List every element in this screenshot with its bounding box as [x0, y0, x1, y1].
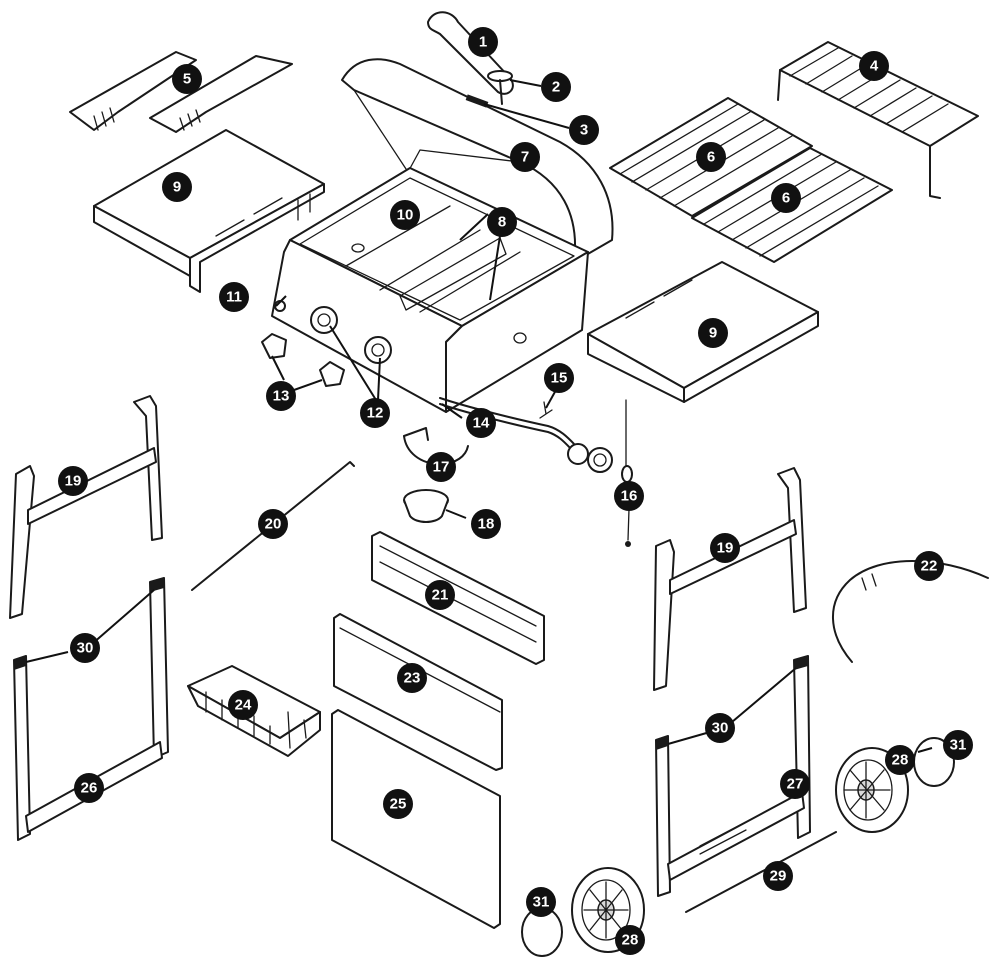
callout-2: 2 — [541, 72, 571, 102]
part-grease-cup — [403, 489, 449, 523]
callout-label-27: 27 — [787, 776, 804, 793]
callout-label-23: 23 — [404, 670, 421, 687]
callout-20: 20 — [258, 509, 288, 539]
callout-label-19b: 19 — [717, 540, 734, 557]
callout-6b: 6 — [771, 183, 801, 213]
part-leg-frame-upper-right — [653, 467, 807, 691]
part-rear-rail — [371, 531, 545, 665]
callout-25: 25 — [383, 789, 413, 819]
part-leg-frame-lower-right — [655, 655, 811, 897]
callout-12: 12 — [360, 398, 390, 428]
callout-label-28a: 28 — [892, 752, 909, 769]
callout-21: 21 — [425, 580, 455, 610]
callout-label-7: 7 — [521, 149, 529, 166]
callout-label-3: 3 — [580, 122, 588, 139]
callout-label-4: 4 — [870, 58, 879, 75]
callout-9a: 9 — [162, 172, 192, 202]
callout-label-30b: 30 — [712, 720, 729, 737]
callout-label-2: 2 — [552, 79, 560, 96]
callout-24: 24 — [228, 690, 258, 720]
callout-16: 16 — [614, 481, 644, 511]
callout-label-8: 8 — [498, 214, 506, 231]
part-cooking-grates — [609, 97, 893, 263]
callout-28a: 28 — [885, 745, 915, 775]
callout-label-17: 17 — [433, 459, 450, 476]
callout-27: 27 — [780, 769, 810, 799]
callout-28b: 28 — [615, 925, 645, 955]
callout-label-26: 26 — [81, 780, 98, 797]
callout-29: 29 — [763, 861, 793, 891]
callout-4: 4 — [859, 51, 889, 81]
callout-label-24: 24 — [235, 697, 252, 714]
callout-11: 11 — [219, 282, 249, 312]
callout-7: 7 — [510, 142, 540, 172]
callout-label-21: 21 — [432, 587, 449, 604]
callout-17: 17 — [426, 452, 456, 482]
part-match-chain — [621, 399, 633, 547]
callout-23: 23 — [397, 663, 427, 693]
callout-label-25: 25 — [390, 796, 407, 813]
part-side-shelf-left — [93, 129, 325, 293]
callout-label-18: 18 — [478, 516, 495, 533]
callout-30b: 30 — [705, 713, 735, 743]
callout-label-15: 15 — [551, 370, 568, 387]
callout-15: 15 — [544, 363, 574, 393]
callout-3: 3 — [569, 115, 599, 145]
part-heat-tents — [69, 51, 293, 133]
callout-5: 5 — [172, 64, 202, 94]
callout-label-30a: 30 — [77, 640, 94, 657]
part-leg-frame-upper-left — [9, 395, 163, 619]
callout-label-22: 22 — [921, 558, 938, 575]
callout-label-5: 5 — [183, 71, 191, 88]
callout-label-16: 16 — [621, 488, 638, 505]
callout-label-19a: 19 — [65, 473, 82, 490]
callout-13: 13 — [266, 381, 296, 411]
part-cabinet-door — [331, 709, 501, 929]
callout-19b: 19 — [710, 533, 740, 563]
part-regulator-hose — [439, 397, 613, 473]
callout-31b: 31 — [526, 887, 556, 917]
callout-label-1: 1 — [479, 34, 487, 51]
callout-label-9a: 9 — [173, 179, 181, 196]
callout-31a: 31 — [943, 730, 973, 760]
part-side-shelf-right — [587, 261, 819, 403]
callout-label-9b: 9 — [709, 325, 717, 342]
callout-6a: 6 — [696, 142, 726, 172]
callout-14: 14 — [466, 408, 496, 438]
callout-label-13: 13 — [273, 388, 290, 405]
callout-label-14: 14 — [473, 415, 490, 432]
callout-9b: 9 — [698, 318, 728, 348]
callout-30a: 30 — [70, 633, 100, 663]
callout-1: 1 — [468, 27, 498, 57]
callout-label-28b: 28 — [622, 932, 639, 949]
part-cross-rod — [191, 461, 355, 591]
part-lid — [341, 58, 614, 263]
part-firebox — [271, 167, 589, 413]
callout-label-11: 11 — [226, 289, 242, 306]
callout-label-10: 10 — [397, 207, 414, 224]
callout-26: 26 — [74, 773, 104, 803]
callout-label-31a: 31 — [950, 737, 967, 754]
part-knob-bezels — [261, 333, 345, 387]
callout-10: 10 — [390, 200, 420, 230]
part-warming-rack — [777, 41, 979, 199]
callout-label-31b: 31 — [533, 894, 550, 911]
part-thermometer — [487, 70, 513, 105]
callout-label-29: 29 — [770, 868, 787, 885]
callout-label-20: 20 — [265, 516, 282, 533]
callout-18: 18 — [471, 509, 501, 539]
callout-8: 8 — [487, 207, 517, 237]
callout-label-6b: 6 — [782, 190, 790, 207]
part-tank-ring — [832, 560, 989, 663]
part-axle — [685, 831, 837, 913]
callout-22: 22 — [914, 551, 944, 581]
callout-label-6a: 6 — [707, 149, 715, 166]
callout-19a: 19 — [58, 466, 88, 496]
leader-lines — [25, 79, 933, 753]
callout-label-12: 12 — [367, 405, 384, 422]
